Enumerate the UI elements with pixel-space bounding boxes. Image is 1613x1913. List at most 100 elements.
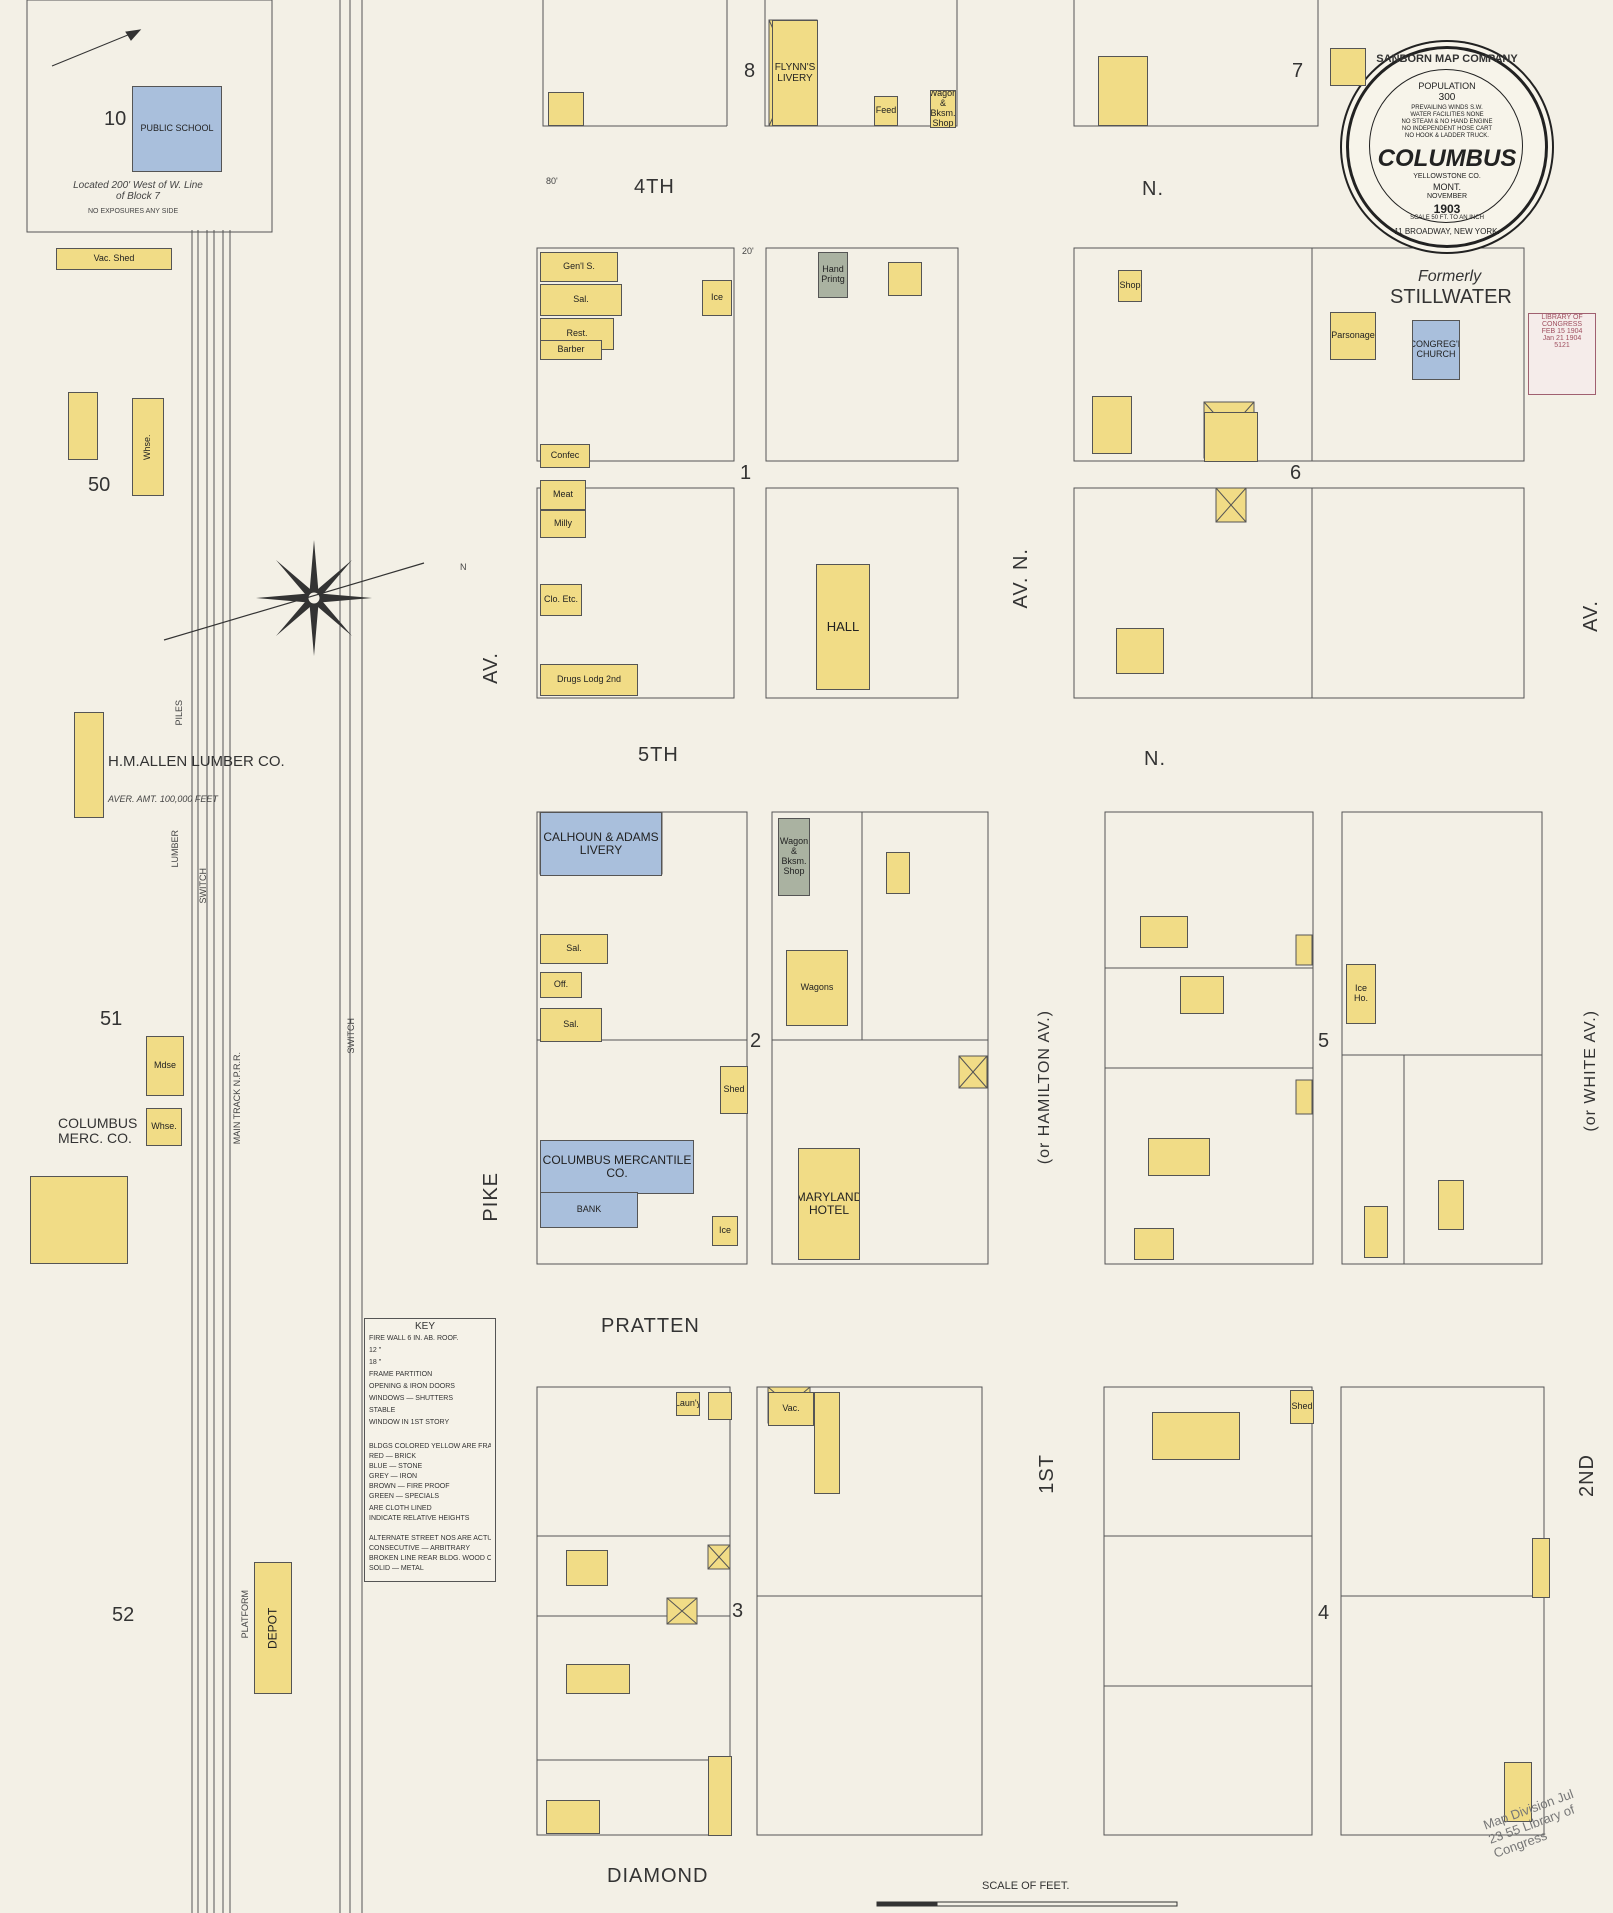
building-vac-shed: Vac. Shed bbox=[56, 248, 172, 270]
key-row: ALTERNATE STREET NOS ARE ACTUAL bbox=[369, 1535, 491, 1542]
building-dwelling bbox=[1152, 1412, 1240, 1460]
sanborn-seal: SANBORN MAP COMPANY POPULATION 300 PREVA… bbox=[1346, 46, 1548, 248]
seal-note: NO STEAM & NO HAND ENGINE bbox=[1401, 119, 1493, 125]
label-platform: PLATFORM bbox=[240, 1590, 250, 1639]
building-congregational-church: CONGREG'L CHURCH bbox=[1412, 320, 1460, 380]
street-diamond: DIAMOND bbox=[607, 1865, 709, 1887]
label-switch: SWITCH bbox=[198, 868, 208, 904]
building-ice-2: Ice bbox=[712, 1216, 738, 1246]
building-public-school: PUBLIC SCHOOL bbox=[132, 86, 222, 172]
building-dwelling bbox=[1116, 628, 1164, 674]
building-shed-2: Shed bbox=[1290, 1390, 1314, 1424]
key-row: BLDGS COLORED YELLOW ARE FRAME bbox=[369, 1443, 491, 1450]
building-parsonage: Parsonage bbox=[1330, 312, 1376, 360]
scale-bar bbox=[876, 1901, 1178, 1907]
seal-note: PREVAILING WINDS S.W. bbox=[1411, 105, 1483, 111]
building-shed bbox=[708, 1392, 732, 1420]
key-title: KEY bbox=[415, 1321, 436, 1332]
compass-rose-icon bbox=[163, 540, 425, 656]
building-hand-printg: Hand Printg bbox=[818, 252, 848, 298]
block-number: 2 bbox=[750, 1030, 762, 1052]
building-gen-s: Gen'l S. bbox=[540, 252, 618, 282]
key-row: WINDOW IN 1ST STORY bbox=[369, 1419, 450, 1426]
building-lumber-shed bbox=[74, 712, 104, 818]
building-meat: Meat bbox=[540, 480, 586, 510]
street-4th: 4TH bbox=[634, 176, 675, 198]
block-number: 4 bbox=[1318, 1602, 1330, 1624]
library-stamp: LIBRARY OF CONGRESS FEB 15 1904 Jan 21 1… bbox=[1528, 313, 1596, 395]
formerly-name: STILLWATER bbox=[1390, 286, 1512, 308]
building-mdse: Mdse bbox=[146, 1036, 184, 1096]
compass-n-label: N bbox=[460, 562, 467, 572]
building-outbuilding bbox=[814, 1392, 840, 1494]
building-sal-2: Sal. bbox=[540, 934, 608, 964]
stamp-line: FEB 15 1904 bbox=[1541, 328, 1583, 335]
block-number: 8 bbox=[744, 60, 756, 82]
building-millny: Milly bbox=[540, 510, 586, 538]
seal-county: YELLOWSTONE CO. bbox=[1413, 173, 1481, 180]
stamp-line: Jan 21 1904 bbox=[1542, 335, 1582, 342]
key-row: 18 " bbox=[369, 1359, 382, 1366]
seal-note: WATER FACILITIES NONE bbox=[1410, 112, 1484, 118]
street-pratten: PRATTEN bbox=[601, 1315, 700, 1337]
street-av-right: AV. bbox=[1580, 600, 1602, 632]
street-hamilton: (or HAMILTON AV.) bbox=[1036, 1010, 1053, 1165]
block-number: 3 bbox=[732, 1600, 744, 1622]
building-wagon-shop-top: Wagon & Bksm. Shop bbox=[930, 90, 956, 128]
building-clo-etc: Clo. Etc. bbox=[540, 584, 582, 616]
building-wagon-shop: Wagon & Bksm. Shop bbox=[778, 818, 810, 896]
key-row: WINDOWS — SHUTTERS bbox=[369, 1395, 453, 1402]
block-number: 50 bbox=[88, 474, 111, 496]
key-row: ARE CLOTH LINED bbox=[369, 1505, 432, 1512]
key-row: GREY — IRON bbox=[369, 1473, 418, 1480]
street-5th: 5TH bbox=[638, 744, 679, 766]
label-switch: SWITCH bbox=[346, 1018, 356, 1054]
seal-inner-ring bbox=[1369, 69, 1523, 223]
block-number: 6 bbox=[1290, 462, 1302, 484]
building-shed: Shed bbox=[720, 1066, 748, 1114]
street-pike: PIKE bbox=[480, 1172, 502, 1222]
street-pike-av: AV. bbox=[480, 652, 502, 684]
building-dwelling bbox=[548, 92, 584, 126]
key-row: FRAME PARTITION bbox=[369, 1371, 433, 1378]
block-number: 51 bbox=[100, 1008, 123, 1030]
building-sal-3: Sal. bbox=[540, 1008, 602, 1042]
building-outbuilding bbox=[708, 1756, 732, 1836]
building-vac: Vac. bbox=[768, 1392, 814, 1426]
key-row: INDICATE RELATIVE HEIGHTS bbox=[369, 1515, 470, 1522]
school-note: Located 200' West of W. Line of Block 7 bbox=[73, 180, 203, 202]
building-maryland-hotel: MARYLAND HOTEL bbox=[798, 1148, 860, 1260]
building-flynns-livery: FLYNN'S LIVERY bbox=[772, 20, 818, 126]
north-arrow-icon bbox=[51, 29, 142, 67]
block-number: 5 bbox=[1318, 1030, 1330, 1052]
block-number: 10 bbox=[104, 108, 127, 130]
label-allen-lumber: H.M.ALLEN LUMBER CO. bbox=[108, 753, 285, 770]
block-number: 52 bbox=[112, 1604, 135, 1626]
building-calhoun-adams-livery: CALHOUN & ADAMS LIVERY bbox=[540, 812, 662, 876]
building-wagons: Wagons bbox=[786, 950, 848, 1026]
building-columbus-merc-warehouse bbox=[30, 1176, 128, 1264]
building-whse-2: Whse. bbox=[146, 1108, 182, 1146]
building-bank: BANK bbox=[540, 1192, 638, 1228]
street-4th-n: N. bbox=[1142, 178, 1164, 200]
building-barber: Barber bbox=[540, 340, 602, 360]
building-confec: Confec bbox=[540, 444, 590, 468]
stamp-line: LIBRARY OF CONGRESS bbox=[1541, 314, 1583, 328]
seal-scale-note: SCALE 50 FT. TO AN INCH bbox=[1410, 215, 1484, 221]
building-depot: DEPOT bbox=[254, 1562, 292, 1694]
seal-population: 300 bbox=[1438, 92, 1456, 103]
building-columbus-mercantile: COLUMBUS MERCANTILE CO. bbox=[540, 1140, 694, 1194]
key-row: RED — BRICK bbox=[369, 1453, 417, 1460]
building-feed: Feed bbox=[874, 96, 898, 126]
building-laundry: Laun'y bbox=[676, 1392, 700, 1416]
map-key-legend: KEY FIRE WALL 6 IN. AB. ROOF. 12 " 18 " … bbox=[364, 1318, 496, 1582]
building-dwelling bbox=[566, 1550, 608, 1586]
key-row: SOLID — METAL bbox=[369, 1565, 424, 1572]
key-row: GREEN — SPECIALS bbox=[369, 1493, 440, 1500]
label-lumber: LUMBER bbox=[170, 830, 180, 868]
building-hall: HALL bbox=[816, 564, 870, 690]
scale-label: SCALE OF FEET. bbox=[982, 1880, 1070, 1892]
key-row: CONSECUTIVE — ARBITRARY bbox=[369, 1545, 471, 1552]
seal-town: COLUMBUS bbox=[1377, 145, 1517, 172]
key-row: BLUE — STONE bbox=[369, 1463, 423, 1470]
